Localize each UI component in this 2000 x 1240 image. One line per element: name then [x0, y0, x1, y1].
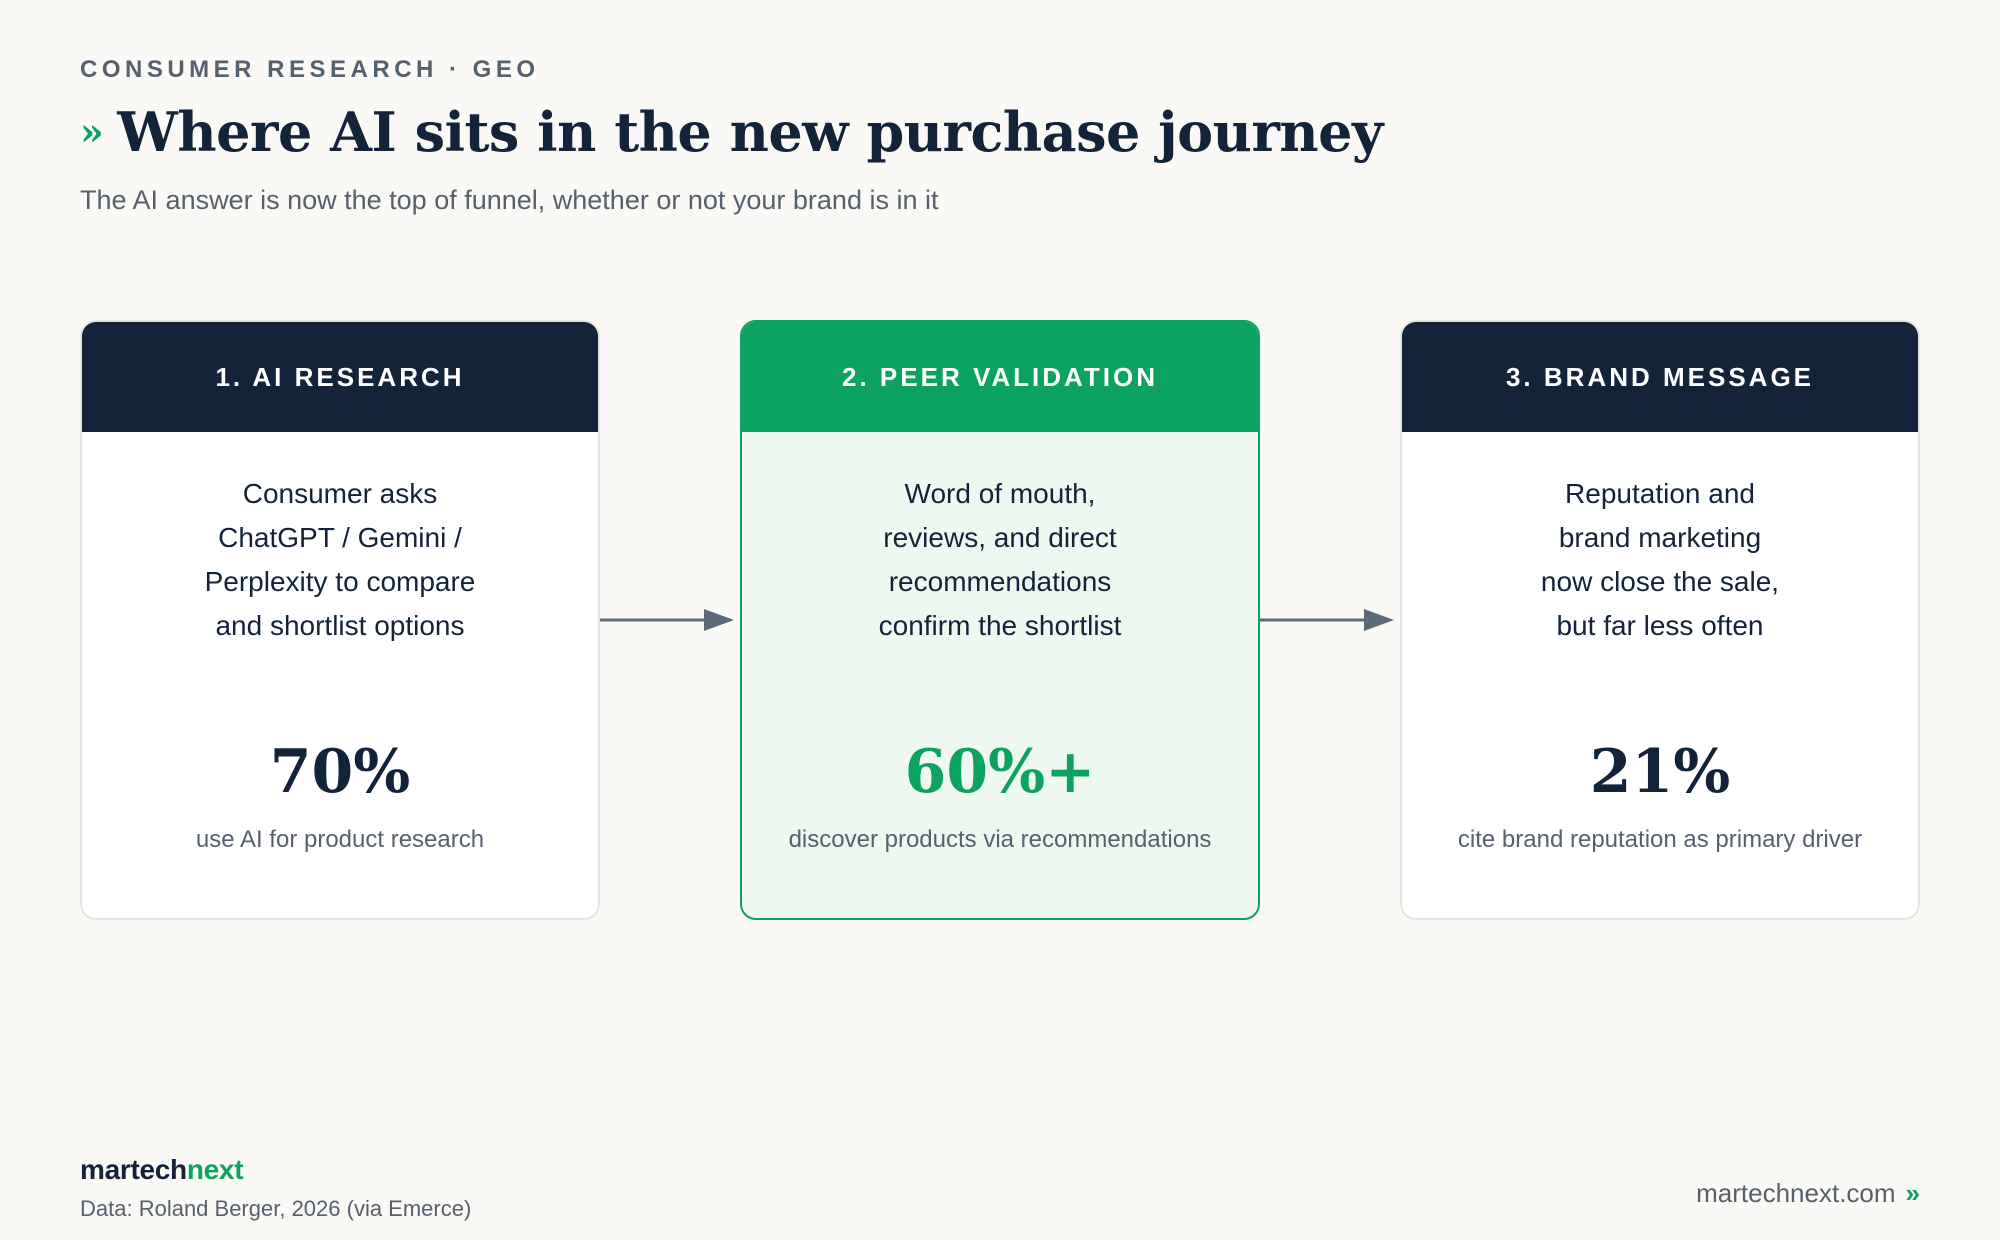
step-description-line: Reputation and [1565, 478, 1755, 509]
step-description-line: Consumer asks [242, 478, 438, 509]
step-description-line: now close the sale, [1540, 566, 1780, 597]
site-link[interactable]: martechnext.com » [1696, 1178, 1920, 1209]
double-chevron-icon: » [1905, 1178, 1920, 1208]
step-description-line: reviews, and direct [883, 522, 1117, 553]
step-description-line: but far less often [1556, 610, 1764, 641]
step-card-ai-research: 1. AI RESEARCH Consumer asks ChatGPT / G… [80, 320, 600, 920]
brand-logo-main: martech [80, 1154, 187, 1185]
step-header: 2. PEER VALIDATION [742, 322, 1258, 432]
step-description-line: recommendations [888, 566, 1112, 597]
step-description: Word of mouth, reviews, and direct recom… [742, 472, 1258, 648]
brand-logo: martechnext [80, 1154, 244, 1186]
step-description-line: brand marketing [1558, 522, 1762, 553]
page-subtitle: The AI answer is now the top of funnel, … [80, 185, 939, 215]
step-description-line: ChatGPT / Gemini / [218, 522, 462, 553]
step-stat: 70% [269, 737, 411, 807]
step-stat: 21% [1589, 737, 1731, 807]
step-description-line: Perplexity to compare [204, 566, 476, 597]
page-title-text: Where AI sits in the new purchase journe… [117, 100, 1383, 164]
page-title: » Where AI sits in the new purchase journ… [80, 100, 1383, 164]
step-description: Consumer asks ChatGPT / Gemini / Perplex… [82, 472, 598, 648]
eyebrow-label: CONSUMER RESEARCH · GEO [80, 56, 540, 83]
step-stat-label: cite brand reputation as primary driver [1457, 826, 1863, 853]
step-header: 1. AI RESEARCH [82, 322, 598, 432]
brand-logo-accent: next [186, 1154, 244, 1185]
step-description: Reputation and brand marketing now close… [1402, 472, 1918, 648]
step-card-brand-message: 3. BRAND MESSAGE Reputation and brand ma… [1400, 320, 1920, 920]
step-header: 3. BRAND MESSAGE [1402, 322, 1918, 432]
step-description-line: and shortlist options [215, 610, 465, 641]
double-chevron-icon: » [80, 109, 104, 154]
flow-arrow-icon [600, 609, 734, 631]
step-stat: 60%+ [904, 737, 1096, 807]
step-stat-label: discover products via recommendations [788, 826, 1212, 853]
step-description-line: confirm the shortlist [878, 610, 1122, 641]
flow-arrow-icon [1260, 609, 1394, 631]
step-description-line: Word of mouth, [904, 478, 1096, 509]
site-link-text[interactable]: martechnext.com [1696, 1178, 1896, 1208]
step-stat-label: use AI for product research [195, 826, 485, 853]
source-note: Data: Roland Berger, 2026 (via Emerce) [80, 1196, 472, 1221]
step-card-peer-validation: 2. PEER VALIDATION Word of mouth, review… [740, 320, 1260, 920]
